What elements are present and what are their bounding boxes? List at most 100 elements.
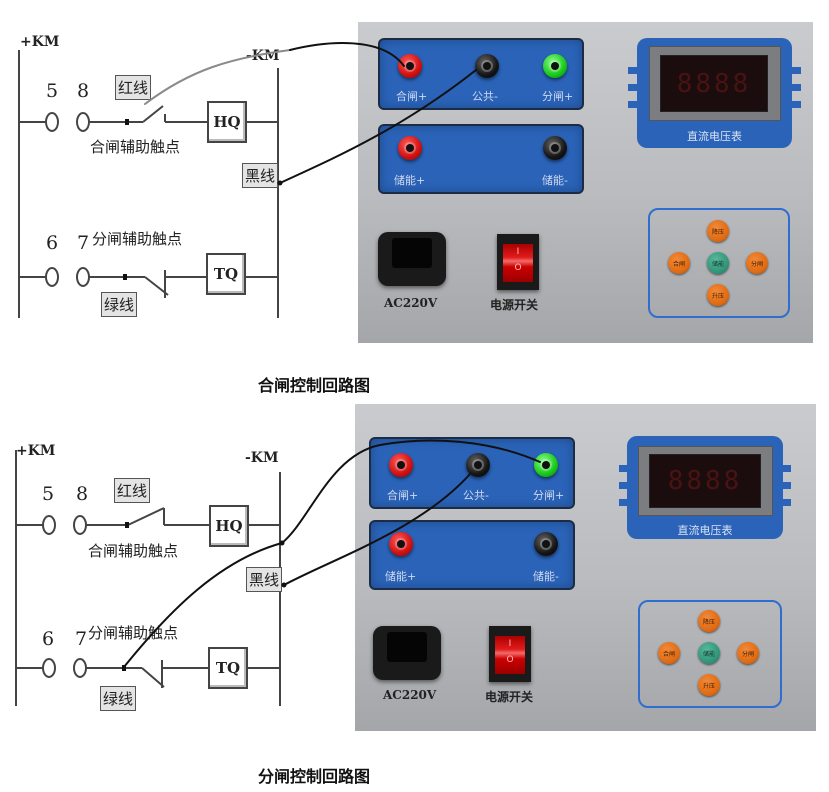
storage-positive-label: 储能+ xyxy=(385,570,417,583)
energy-storage-jack-plate: 储能+ 储能- xyxy=(369,520,575,590)
open-key[interactable]: 分闸 xyxy=(746,252,768,274)
closing-aux-contact xyxy=(142,105,164,123)
common-negative-label: 公共- xyxy=(472,90,498,103)
terminal-5 xyxy=(42,515,56,535)
opening-positive-jack[interactable] xyxy=(543,54,567,78)
voltmeter-display: 8888 xyxy=(660,55,768,112)
closing-coil-hq: HQ xyxy=(209,505,249,547)
open-key[interactable]: 分闸 xyxy=(737,642,759,664)
closing-circuit-caption: 合闸控制回路图 xyxy=(258,376,371,395)
storage-negative-jack[interactable] xyxy=(534,532,558,556)
lower-voltage-key[interactable]: 降压 xyxy=(707,220,729,242)
terminal-8 xyxy=(73,515,87,535)
storage-negative-jack[interactable] xyxy=(543,136,567,160)
trip-coil-tq: TQ xyxy=(206,253,246,295)
energy-storage-key[interactable]: 储能 xyxy=(698,642,720,664)
terminal-6 xyxy=(45,267,59,287)
closing-positive-label: 合闸+ xyxy=(387,489,419,502)
schematic-lines xyxy=(15,450,281,706)
negative-bus-label: -KM xyxy=(246,48,280,64)
closing-aux-contact-label: 合闸辅助触点 xyxy=(90,138,181,156)
switch-off-mark: O xyxy=(514,263,522,273)
control-jack-plate: 合闸+ 公共- 分闸+ xyxy=(369,437,575,509)
trip-coil-label: TQ xyxy=(213,265,239,283)
closing-coil-label: HQ xyxy=(215,517,243,535)
common-negative-jack[interactable] xyxy=(466,453,490,477)
control-keypad: 降压 合闸 储能 分闸 升压 xyxy=(638,600,782,708)
common-negative-jack[interactable] xyxy=(475,54,499,78)
closing-schematic: +KM -KM 5 8 红线 HQ 合闸辅助触点 黑线 6 7 分闸辅助触点 T… xyxy=(0,20,360,350)
power-switch-label: 电源开关 xyxy=(485,690,534,704)
red-wire-tag: 红线 xyxy=(115,75,152,100)
opening-positive-label: 分闸+ xyxy=(542,90,574,103)
trip-coil-label: TQ xyxy=(215,659,241,677)
opening-schematic: +KM -KM 5 8 红线 HQ 合闸辅助触点 黑线 6 7 分闸辅助触点 T… xyxy=(0,410,360,740)
storage-negative-label: 储能- xyxy=(542,174,568,187)
ac-power-socket[interactable] xyxy=(373,626,441,680)
opening-circuit-caption: 分闸控制回路图 xyxy=(258,767,371,786)
terminal-label-7: 7 xyxy=(75,628,88,650)
terminal-6 xyxy=(42,658,56,678)
common-negative-label: 公共- xyxy=(463,489,489,502)
energy-storage-jack-plate: 储能+ 储能- xyxy=(378,124,584,194)
voltmeter-label: 直流电压表 xyxy=(687,130,742,143)
ac-socket-label: AC220V xyxy=(384,296,438,310)
closing-coil-label: HQ xyxy=(213,113,241,131)
terminal-8 xyxy=(76,112,90,132)
schematic-lines xyxy=(18,50,279,318)
terminal-label-6: 6 xyxy=(42,628,55,650)
opening-aux-contact-label: 分闸辅助触点 xyxy=(88,624,179,642)
terminal-7 xyxy=(73,658,87,678)
switch-on-mark: I xyxy=(508,639,512,649)
control-jack-plate: 合闸+ 公共- 分闸+ xyxy=(378,38,584,110)
terminal-label-8: 8 xyxy=(76,483,89,505)
terminal-5 xyxy=(45,112,59,132)
closing-aux-contact-label: 合闸辅助触点 xyxy=(88,542,179,560)
terminal-label-6: 6 xyxy=(46,232,59,254)
opening-aux-contact-label: 分闸辅助触点 xyxy=(92,230,183,248)
terminal-7 xyxy=(76,267,90,287)
close-key[interactable]: 合闸 xyxy=(658,642,680,664)
close-key[interactable]: 合闸 xyxy=(668,252,690,274)
storage-positive-jack[interactable] xyxy=(389,532,413,556)
lower-voltage-key[interactable]: 降压 xyxy=(698,610,720,632)
positive-bus-label: +KM xyxy=(16,443,56,459)
closing-aux-contact xyxy=(127,507,165,526)
storage-positive-jack[interactable] xyxy=(398,136,422,160)
black-wire-tag: 黑线 xyxy=(246,567,283,592)
raise-voltage-key[interactable]: 升压 xyxy=(698,674,720,696)
closing-positive-jack[interactable] xyxy=(389,453,413,477)
storage-positive-label: 储能+ xyxy=(394,174,426,187)
black-wire-tag: 黑线 xyxy=(242,163,279,188)
closing-coil-hq: HQ xyxy=(207,101,247,143)
ac-power-socket[interactable] xyxy=(378,232,446,286)
voltmeter-label: 直流电压表 xyxy=(677,524,733,537)
negative-bus-label: -KM xyxy=(245,450,279,466)
trip-coil-tq: TQ xyxy=(208,647,248,689)
terminal-label-5: 5 xyxy=(42,483,55,505)
closing-positive-jack[interactable] xyxy=(398,54,422,78)
ac-socket-label: AC220V xyxy=(383,688,437,702)
closing-positive-label: 合闸+ xyxy=(396,90,428,103)
positive-bus-label: +KM xyxy=(20,34,60,50)
storage-negative-label: 储能- xyxy=(533,570,559,583)
control-keypad: 降压 合闸 储能 分闸 升压 xyxy=(648,208,790,318)
green-wire-tag: 绿线 xyxy=(100,686,137,711)
opening-positive-jack[interactable] xyxy=(534,453,558,477)
power-switch-label: 电源开关 xyxy=(490,298,539,312)
red-wire-tag: 红线 xyxy=(114,478,151,503)
switch-on-mark: I xyxy=(516,247,520,257)
energy-storage-key[interactable]: 储能 xyxy=(707,252,729,274)
opening-aux-contact xyxy=(141,667,165,688)
green-wire-tag: 绿线 xyxy=(101,292,138,317)
terminal-label-7: 7 xyxy=(77,232,90,254)
terminal-label-5: 5 xyxy=(46,80,59,102)
raise-voltage-key[interactable]: 升压 xyxy=(707,284,729,306)
voltmeter-display: 8888 xyxy=(649,454,761,508)
opening-positive-label: 分闸+ xyxy=(533,489,565,502)
terminal-label-8: 8 xyxy=(77,80,90,102)
